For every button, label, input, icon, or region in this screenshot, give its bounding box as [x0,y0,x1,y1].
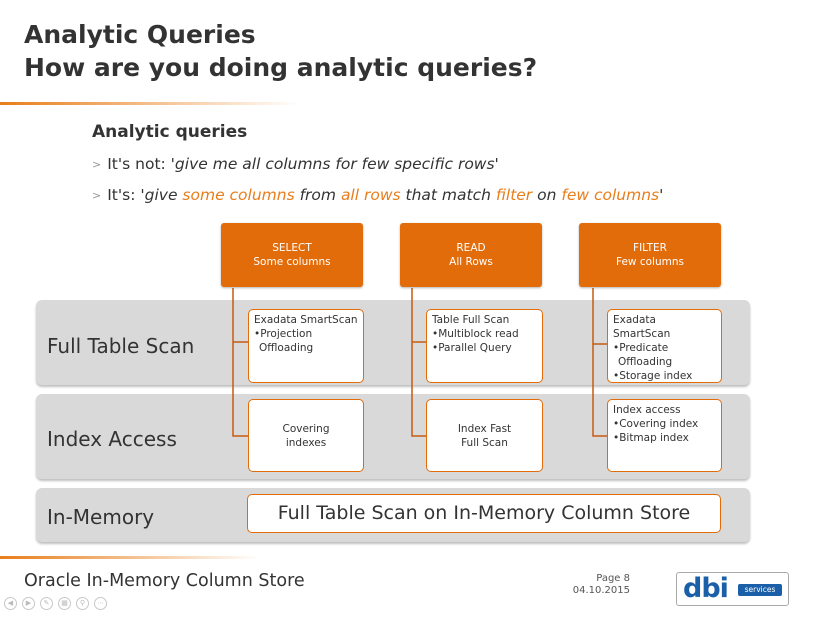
bullet-its-not: > It's not: 'give me all columns for few … [92,155,499,173]
dbi-services-logo: dbi services [676,572,789,606]
bullet-quote: 'give some columns from all rows that ma… [140,186,664,204]
cell-ia-select: Covering indexes [248,399,364,472]
row-label: Index Access [47,427,177,451]
cell-in-memory: Full Table Scan on In-Memory Column Stor… [247,494,721,533]
highlight-few-columns: few columns [561,186,660,204]
title-divider [0,102,300,105]
highlight-filter: filter [495,186,533,204]
highlight-some-columns: some columns [182,186,295,204]
highlight-all-rows: all rows [340,186,401,204]
pen-icon[interactable]: ✎ [40,597,53,610]
bullet-its: > It's: 'give some columns from all rows … [92,186,663,204]
cell-ia-filter: Index access •Covering index •Bitmap ind… [607,399,722,472]
cell-ia-read: Index Fast Full Scan [426,399,543,472]
bullet-marker-icon: > [92,158,102,171]
slide-subtitle: How are you doing analytic queries? [24,53,538,82]
footer-divider [0,556,260,559]
bullet-quote: 'give me all columns for few specific ro… [170,155,499,173]
logo-sub-text: services [738,584,782,596]
cell-fts-select: Exadata SmartScan •Projection Offloading [248,309,364,383]
page-number: Page 8 [596,573,630,584]
bullet-prefix: It's not: [107,155,171,173]
previous-slide-icon[interactable]: ◀ [4,597,17,610]
bullet-marker-icon: > [92,189,102,202]
row-label: In-Memory [47,505,155,529]
column-header-select: SELECT Some columns [221,223,363,287]
logo-main-text: dbi [683,573,729,604]
slides-menu-icon[interactable]: ▦ [58,597,71,610]
row-label: Full Table Scan [47,334,195,358]
column-header-read: READ All Rows [400,223,542,287]
footer-title: Oracle In-Memory Column Store [24,571,305,591]
slide-date: 04.10.2015 [572,585,630,596]
cell-fts-filter: Exadata SmartScan •Predicate Offloading … [607,309,722,383]
column-header-filter: FILTER Few columns [579,223,721,287]
section-heading: Analytic queries [92,122,248,142]
bullet-prefix: It's: [107,186,141,204]
slide-title: Analytic Queries [24,20,256,49]
next-slide-icon[interactable]: ▶ [22,597,35,610]
more-options-icon[interactable]: ⋯ [94,597,107,610]
page-info: Page 8 04.10.2015 [530,573,630,597]
cell-fts-read: Table Full Scan •Multiblock read •Parall… [426,309,543,383]
zoom-icon[interactable]: ⚲ [76,597,89,610]
